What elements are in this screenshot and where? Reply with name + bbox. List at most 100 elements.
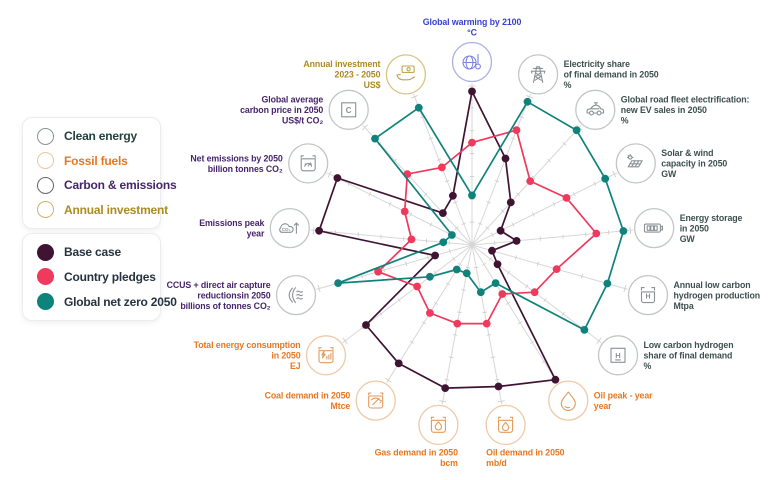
data-point-base-case-annual-investment <box>449 191 457 200</box>
data-point-country-pledges-electricity-share <box>512 126 521 134</box>
axis-tick <box>552 202 556 207</box>
data-point-country-pledges-hydrogen-share <box>530 288 539 297</box>
legend-item-base-case: Base case <box>37 243 160 261</box>
battery-glyph <box>646 225 658 231</box>
axis-spoke-net-emissions <box>326 172 473 246</box>
data-point-country-pledges-net-emissions <box>400 207 409 216</box>
axis-tick <box>482 311 487 314</box>
axis-tick <box>452 256 456 261</box>
legend-categories-box: Clean energy Fossil fuels Carbon & emiss… <box>22 117 177 229</box>
axis-tick <box>531 212 535 217</box>
axis-icon-co2-cloud-arrow-icon: CO₂ <box>269 207 310 249</box>
axis-tick <box>445 179 450 183</box>
data-point-global-net-zero-2050-solar-wind <box>601 174 610 183</box>
icon-ring <box>418 404 459 446</box>
axis-tick <box>454 226 459 230</box>
axis-tick <box>491 232 494 237</box>
axis-tick <box>448 249 452 254</box>
axis-spoke-oil-peak <box>471 244 558 383</box>
axis-tick <box>494 179 499 183</box>
co2-cloud-arrow-letter: CO₂ <box>282 227 291 232</box>
legend-item-carbon-emissions: Carbon & emissions <box>37 176 177 194</box>
axis-icon-air-capture-icon <box>275 274 317 316</box>
axis-tick <box>452 334 458 336</box>
axis-icon-ev-car-icon <box>575 89 616 130</box>
legend-item-clean-energy: Clean energy <box>37 127 160 145</box>
icon-ring <box>485 404 526 446</box>
axis-tick <box>473 266 479 269</box>
data-point-base-case-hydrogen-share <box>493 260 502 269</box>
axis-tick <box>405 261 408 267</box>
power-lines-glyph <box>534 72 542 81</box>
axis-tick <box>453 201 458 204</box>
data-point-base-case-total-energy <box>362 321 370 329</box>
axis-tick <box>519 115 524 119</box>
data-point-global-net-zero-2050-total-energy <box>426 272 434 281</box>
axis-tick <box>486 201 491 204</box>
axis-end-cap <box>612 170 617 178</box>
axis-end-cap <box>629 226 632 234</box>
axis-tick <box>397 298 401 303</box>
axis-icon-energy-chart-box-icon <box>305 335 347 376</box>
clean-energy-swatch-icon <box>37 127 54 145</box>
data-point-base-case-ccus <box>431 251 439 260</box>
axis-label-global-warming: Global warming by 2100°C <box>423 17 522 38</box>
legend-label: Fossil fuels <box>64 153 128 168</box>
icon-ring <box>385 54 427 95</box>
power-lines-glyph <box>530 67 546 74</box>
data-point-base-case-gas-demand <box>441 384 450 392</box>
axis-tick <box>514 255 518 260</box>
data-point-country-pledges-ccus <box>374 267 382 276</box>
axis-tick <box>518 321 523 325</box>
hydrogen-tank-letter: H <box>645 293 650 300</box>
globe-thermometer-glyph <box>462 55 477 70</box>
annual-investment-swatch-icon <box>37 201 54 219</box>
globe-thermometer-glyph <box>475 53 481 70</box>
axis-end-cap <box>327 170 332 178</box>
axis-end-cap <box>497 400 505 403</box>
axis-tick <box>423 192 428 197</box>
data-point-global-net-zero-2050-energy-storage <box>619 227 628 235</box>
axis-icon-battery-icon <box>634 207 675 249</box>
global-net-zero-swatch-icon <box>37 293 54 311</box>
axis-icon-power-lines-icon <box>517 54 559 95</box>
emissions-gauge-glyph <box>304 162 313 167</box>
legend-item-fossil-fuels: Fossil fuels <box>37 152 160 170</box>
data-point-country-pledges-solar-wind <box>562 194 571 202</box>
air-capture-glyph <box>288 287 293 303</box>
axis-tick <box>543 298 547 303</box>
base-case-swatch-icon <box>37 243 54 261</box>
legend-label: Base case <box>64 245 121 260</box>
axis-end-cap <box>596 337 602 344</box>
axis-tick <box>360 325 365 330</box>
legend-label: Annual investment <box>64 202 168 217</box>
axis-end-cap <box>312 226 315 234</box>
icon-ring <box>627 274 669 316</box>
energy-chart-box-glyph <box>318 347 334 364</box>
hydrogen-tank-glyph <box>640 287 656 291</box>
emissions-gauge-glyph <box>300 155 316 172</box>
axis-tick <box>486 334 492 336</box>
oil-drop-box-glyph <box>498 416 514 433</box>
legend-label: Country pledges <box>64 269 156 284</box>
axis-icon-hydrogen-square-icon: H <box>597 335 639 376</box>
co2-cloud-arrow-glyph <box>293 222 300 234</box>
axis-tick <box>593 181 597 187</box>
data-point-base-case-electricity-share <box>501 154 510 163</box>
battery-glyph <box>643 223 661 233</box>
legend-series-box: Base case Country pledges Global net zer… <box>22 233 177 321</box>
carbon-price-c-letter: C <box>346 106 352 115</box>
axis-tick <box>530 340 535 344</box>
money-hand-glyph <box>401 65 415 73</box>
data-point-base-case-hydrogen-production <box>488 246 496 255</box>
data-point-country-pledges-hydrogen-production <box>552 265 561 273</box>
axis-tick <box>426 255 430 260</box>
